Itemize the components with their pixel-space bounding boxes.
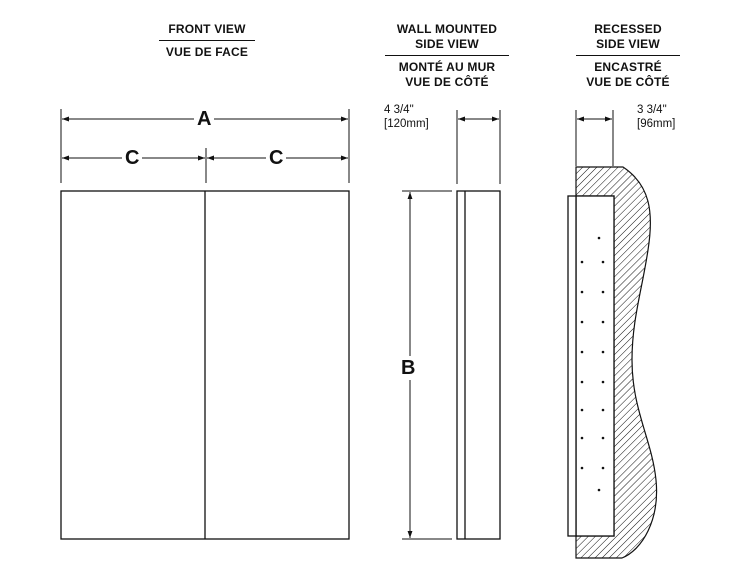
wall-side-view-title-en-2: SIDE VIEW [415, 37, 479, 51]
recessed-side-view-drawing [567, 110, 658, 559]
dim-label-b: B [398, 356, 419, 380]
wall-side-view-rule [385, 55, 509, 56]
wall-side-view-title-en-1: WALL MOUNTED [396, 22, 498, 36]
wall-depth-inches: 4 3/4" [384, 104, 414, 116]
front-view-drawing [60, 109, 350, 540]
dim-label-a: A [194, 109, 215, 129]
recessed-cabinet-door [567, 195, 577, 537]
recessed-side-view-title-fr-2: VUE DE CÔTÉ [586, 75, 670, 89]
front-view-title-fr: VUE DE FACE [165, 45, 249, 59]
wall-side-view-title-fr-2: VUE DE CÔTÉ [405, 75, 489, 89]
wall-depth-text: 4 3/4" [120mm] [384, 103, 429, 131]
wall-depth-mm: [120mm] [384, 118, 429, 130]
dim-label-c-left: C [122, 148, 143, 168]
wall-cabinet-profile [456, 190, 501, 540]
recessed-side-view-title-en-1: RECESSED [594, 22, 662, 36]
wall-side-view-header: WALL MOUNTED SIDE VIEW MONTÉ AU MUR VUE … [377, 22, 517, 90]
shelf-pin-dots [580, 236, 605, 492]
recessed-side-view-rule [576, 55, 680, 56]
front-view-header: FRONT VIEW VUE DE FACE [147, 22, 267, 60]
front-view-title-en: FRONT VIEW [168, 22, 246, 36]
recess-depth-inches: 3 3/4" [637, 104, 667, 116]
recess-depth-mm: [96mm] [637, 118, 676, 130]
front-view-rule [159, 40, 255, 41]
recessed-side-view-title-en-2: SIDE VIEW [596, 37, 660, 51]
wall-hatch [575, 166, 658, 559]
recessed-side-view-title-fr-1: ENCASTRÉ [594, 60, 662, 74]
recessed-cabinet-body [575, 195, 615, 537]
dim-label-c-right: C [266, 148, 287, 168]
wall-side-view-drawing [402, 110, 501, 540]
wall-side-view-title-fr-1: MONTÉ AU MUR [398, 60, 496, 74]
recess-depth-text: 3 3/4" [96mm] [637, 103, 675, 131]
recessed-side-view-header: RECESSED SIDE VIEW ENCASTRÉ VUE DE CÔTÉ [558, 22, 698, 90]
